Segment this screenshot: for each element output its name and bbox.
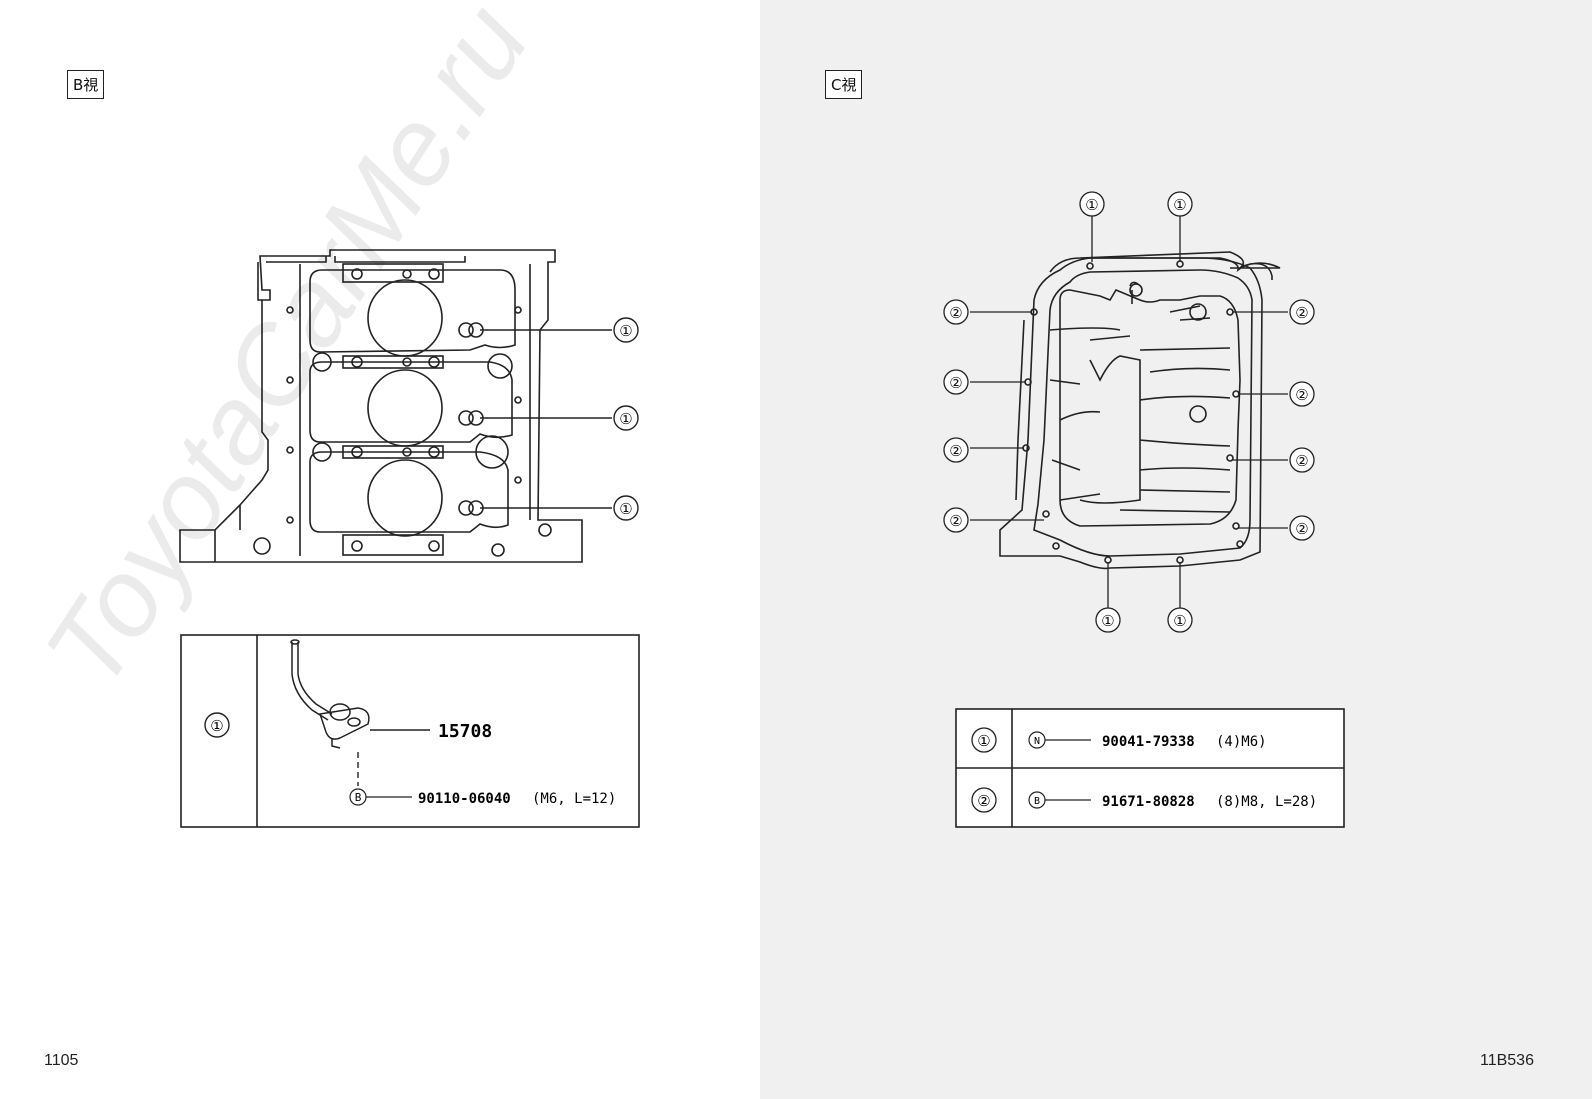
table-key-1: ① — [210, 717, 223, 735]
oil-pan-diagram: ① ① ② ② ② ② ② ② ② ② ① ① — [943, 191, 1315, 633]
oil-pan-bolt-table: ① ② N 90041-79338 (4)M6) B 91671-80828 (… — [955, 708, 1345, 828]
part-number-15708: 15708 — [438, 721, 492, 742]
callout-bottom-1: ① — [1101, 612, 1114, 630]
oil-jet-parts-table: ① 15708 B 90110-06040 (M6, L=12) — [180, 634, 640, 828]
table-row1-symbol: N — [1034, 736, 1040, 747]
table-row1-key: ① — [977, 732, 990, 750]
callout-left-3: ② — [949, 442, 962, 460]
callout-jet-3: ① — [619, 500, 632, 518]
fastener-spec: (M6, L=12) — [532, 791, 616, 807]
view-label-c: C視 — [825, 70, 863, 99]
cylinder-block-diagram: ① ① ① — [179, 249, 639, 563]
table-row1-part: 90041-79338 — [1102, 734, 1195, 750]
callout-right-3: ② — [1295, 452, 1308, 470]
callout-right-4: ② — [1295, 520, 1308, 538]
callout-jet-2: ① — [619, 410, 632, 428]
page-number-left: 1105 — [44, 1052, 79, 1069]
callout-right-1: ② — [1295, 304, 1308, 322]
table-row2-spec: (8)M8, L=28) — [1216, 794, 1317, 810]
fastener-part-number: 90110-06040 — [418, 791, 511, 807]
left-page: B視 — [0, 0, 760, 1099]
callout-left-4: ② — [949, 512, 962, 530]
callout-left-1: ② — [949, 304, 962, 322]
oil-jet-drawing — [290, 639, 370, 749]
page-number-right: 11B536 — [1480, 1052, 1534, 1069]
fastener-symbol-b: B — [355, 791, 362, 804]
table-row2-symbol: B — [1034, 796, 1040, 807]
callout-left-2: ② — [949, 374, 962, 392]
right-page: C視 — [760, 0, 1592, 1099]
table-row2-key: ② — [977, 792, 990, 810]
callout-top-2: ① — [1173, 196, 1186, 214]
callout-right-2: ② — [1295, 386, 1308, 404]
table-row2-part: 91671-80828 — [1102, 794, 1195, 810]
view-label-b: B視 — [67, 70, 105, 99]
table-row1-spec: (4)M6) — [1216, 734, 1267, 750]
callout-top-1: ① — [1085, 196, 1098, 214]
callout-jet-1: ① — [619, 322, 632, 340]
callout-bottom-2: ① — [1173, 612, 1186, 630]
